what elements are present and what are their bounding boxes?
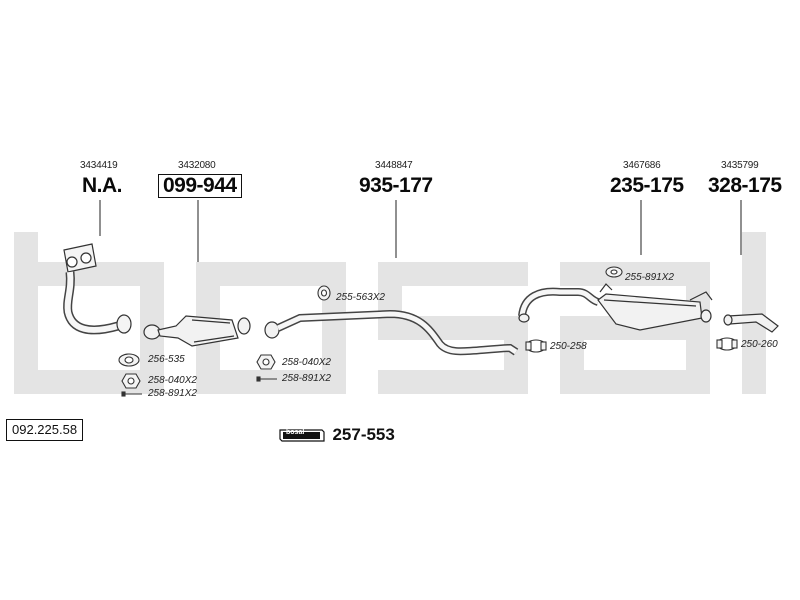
accessory-code-nut: 258-040X2 bbox=[282, 357, 331, 368]
accessory-code-clamp: 250-260 bbox=[741, 339, 778, 350]
part-number-rear-silencer[interactable]: 235-175 bbox=[610, 174, 684, 197]
kit-badge-label: bosal bbox=[286, 429, 305, 436]
bolt-icon bbox=[121, 391, 142, 397]
accessory-code-clamp: 250-258 bbox=[550, 341, 587, 352]
oe-number-middle-pipe: 3448847 bbox=[375, 160, 413, 171]
bosal-kit-badge-icon bbox=[279, 429, 325, 442]
catalyst-drawing bbox=[143, 315, 251, 347]
gasket-icon bbox=[118, 353, 140, 367]
fitting-kit-number: 257-553 bbox=[332, 425, 395, 444]
rubber-hanger-icon bbox=[605, 266, 623, 278]
oe-number-front-pipe: 3434419 bbox=[80, 160, 118, 171]
accessory-code-bolt: 258-891X2 bbox=[148, 388, 197, 399]
fitting-kit[interactable]: 257-553 bbox=[278, 425, 395, 445]
reference-number: 092.225.58 bbox=[6, 419, 84, 441]
oe-number-tail-pipe: 3435799 bbox=[721, 160, 759, 171]
middle-pipe-drawing bbox=[264, 309, 519, 356]
bolt-icon bbox=[256, 376, 277, 382]
rubber-hanger-icon bbox=[317, 285, 331, 301]
clamp-icon bbox=[716, 337, 738, 351]
part-number-catalyst[interactable]: 099-944 bbox=[158, 174, 242, 198]
accessory-code-gasket: 256-535 bbox=[148, 354, 185, 365]
front-pipe-drawing bbox=[63, 243, 132, 335]
part-number-tail-pipe[interactable]: 328-175 bbox=[708, 174, 782, 197]
nut-icon bbox=[256, 354, 276, 370]
part-number-middle-pipe[interactable]: 935-177 bbox=[359, 174, 433, 197]
accessory-code-nut: 258-040X2 bbox=[148, 375, 197, 386]
accessory-code-hanger: 255-891X2 bbox=[625, 272, 674, 283]
part-number-front-pipe[interactable]: N.A. bbox=[82, 174, 123, 197]
accessory-code-bolt: 258-891X2 bbox=[282, 373, 331, 384]
rear-silencer-drawing bbox=[518, 283, 713, 331]
nut-icon bbox=[121, 373, 141, 389]
tail-pipe-drawing bbox=[723, 313, 779, 333]
accessory-code-hanger: 255-563X2 bbox=[336, 292, 385, 303]
oe-number-catalyst: 3432080 bbox=[178, 160, 216, 171]
clamp-icon bbox=[525, 339, 547, 353]
oe-number-rear-silencer: 3467686 bbox=[623, 160, 661, 171]
